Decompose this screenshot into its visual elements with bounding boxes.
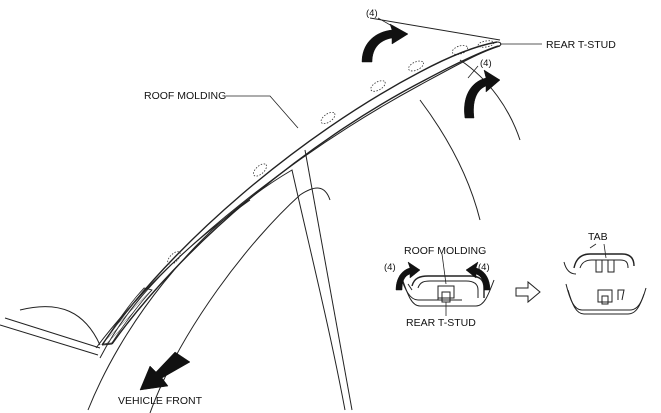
clip-2 (253, 163, 267, 177)
car-body-outline (0, 17, 521, 413)
label-vehicle-front: VEHICLE FRONT (118, 395, 203, 407)
rear-t-stud-marker (477, 40, 495, 48)
clip-6 (451, 45, 469, 55)
clip-1 (167, 251, 181, 265)
clip-5 (408, 60, 424, 72)
vehicle-front-arrow (139, 351, 191, 391)
transition-arrow (515, 280, 541, 304)
detail-label-rear-t-stud: REAR T-STUD (406, 317, 476, 329)
detail-label-roof-molding: ROOF MOLDING (404, 245, 486, 257)
leader-step-top-right (467, 65, 479, 79)
detail-label-step-right: (4) (478, 262, 490, 273)
lift-arrow-top-right (464, 69, 501, 119)
detail-label-step-left: (4) (384, 262, 396, 273)
roof-molding-strip (101, 40, 502, 346)
label-rear-t-stud: REAR T-STUD (546, 39, 616, 51)
leader-roof-molding (226, 95, 299, 129)
lift-arrow-top-left (361, 23, 409, 63)
leader-step-top-left (377, 17, 393, 27)
detail-label-tab: TAB (588, 231, 608, 243)
molding-front-end-hatch (102, 287, 153, 345)
label-step-top-right: (4) (480, 58, 492, 69)
cross-section-removed (563, 243, 647, 315)
label-step-top-left: (4) (366, 8, 378, 19)
label-roof-molding: ROOF MOLDING (144, 90, 226, 102)
clip-3 (320, 111, 336, 125)
cross-section-installed (395, 253, 495, 316)
